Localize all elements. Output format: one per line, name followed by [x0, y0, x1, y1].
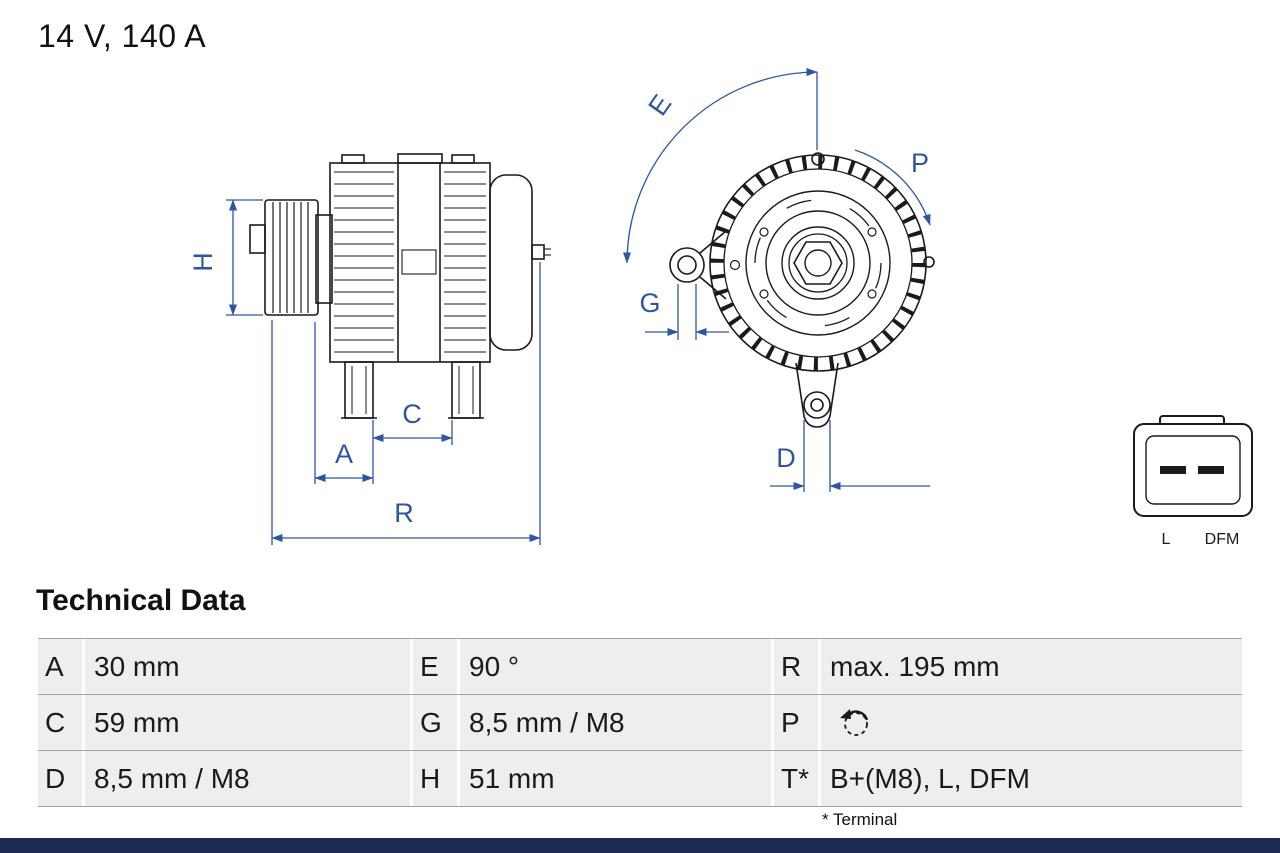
pulley [264, 199, 319, 316]
spec-cell-r: R max. 195 mm [774, 639, 1242, 694]
bearing-holder [315, 214, 333, 304]
rotation-direction-icon [840, 708, 869, 736]
spec-key: H [413, 751, 457, 806]
spec-cell-g: G 8,5 mm / M8 [413, 695, 771, 750]
spec-value: 30 mm [85, 639, 410, 694]
spec-key: P [774, 695, 818, 750]
technical-data-heading: Technical Data [36, 584, 246, 617]
spec-key: A [38, 639, 82, 694]
spec-cell-a: A 30 mm [38, 639, 410, 694]
cooling-fins-rear [444, 171, 486, 353]
spec-key: E [413, 639, 457, 694]
spec-cell-d: D 8,5 mm / M8 [38, 751, 410, 806]
alternator-front-view [669, 152, 935, 428]
spec-value [821, 695, 1242, 750]
cooling-fins-front [334, 171, 394, 353]
spec-key: C [38, 695, 82, 750]
table-row: D 8,5 mm / M8 H 51 mm T* B+(M8), L, DFM [38, 750, 1242, 806]
spec-key: G [413, 695, 457, 750]
dim-a-label: A [335, 439, 353, 469]
page-title: 14 V, 140 A [38, 18, 207, 54]
spec-value: max. 195 mm [821, 639, 1242, 694]
pin-dfm [1198, 466, 1224, 474]
spec-cell-h: H 51 mm [413, 751, 771, 806]
mounting-foot-front [344, 361, 374, 419]
rear-cover [489, 174, 533, 351]
spec-cell-c: C 59 mm [38, 695, 410, 750]
side-view-dimension-lines [226, 199, 541, 545]
dim-h-label: H [188, 252, 218, 272]
connector-labels: L DFM [1162, 531, 1240, 548]
table-row: C 59 mm G 8,5 mm / M8 P [38, 694, 1242, 750]
connector-pin-l-label: L [1162, 531, 1171, 548]
pulley-ribs [272, 202, 309, 313]
alternator-side-view [249, 153, 551, 419]
front-view-dimension-lines [623, 68, 931, 492]
side-view-dimension-labels: H A C R [188, 252, 422, 528]
connector-pinout [1133, 415, 1253, 517]
dim-c-label: C [402, 399, 422, 429]
connector-pin-dfm-label: DFM [1205, 531, 1240, 548]
footer-bar [0, 838, 1280, 853]
connector-inner [1145, 435, 1241, 505]
terminal-stud [531, 244, 545, 260]
spec-value: 8,5 mm / M8 [85, 751, 410, 806]
side-terminal [923, 256, 935, 268]
spec-cell-p: P [774, 695, 1242, 750]
spec-cell-t: T* B+(M8), L, DFM [774, 751, 1242, 806]
technical-drawing: H A C R [188, 68, 1253, 548]
dim-d-label: D [776, 443, 796, 473]
bottom-tab [795, 362, 839, 428]
dim-p-label: P [911, 148, 929, 178]
spec-value: B+(M8), L, DFM [821, 751, 1242, 806]
dim-g-label: G [639, 288, 660, 318]
spec-key: R [774, 639, 818, 694]
spec-value: 51 mm [460, 751, 771, 806]
spec-value: 90 ° [460, 639, 771, 694]
table-row: A 30 mm E 90 ° R max. 195 mm [38, 638, 1242, 694]
terminal-footnote: * Terminal [822, 810, 898, 829]
rim-slots [710, 155, 926, 371]
spec-cell-e: E 90 ° [413, 639, 771, 694]
dim-r-label: R [394, 498, 414, 528]
spec-value: 59 mm [85, 695, 410, 750]
stator-body [329, 162, 491, 363]
mounting-foot-rear [451, 361, 481, 419]
spec-value: 8,5 mm / M8 [460, 695, 771, 750]
outer-rim [709, 154, 927, 372]
pin-l [1160, 466, 1186, 474]
label-plate [401, 249, 437, 275]
dim-e-label: E [642, 89, 677, 121]
shaft-stub [249, 224, 266, 254]
arm-boss [669, 247, 705, 283]
technical-data-table: A 30 mm E 90 ° R max. 195 mm C 59 mm G 8… [38, 638, 1242, 807]
spec-key: D [38, 751, 82, 806]
spec-key: T* [774, 751, 818, 806]
dim-p-rotation-arc [854, 149, 931, 226]
dim-e-arc [623, 68, 818, 264]
shaft-nut [793, 241, 843, 285]
